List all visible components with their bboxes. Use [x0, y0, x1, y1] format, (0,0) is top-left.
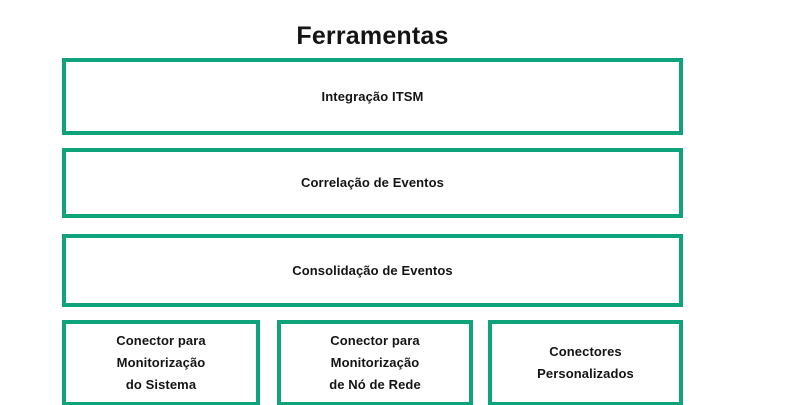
connector-box-label: Conectores Personalizados	[537, 344, 634, 381]
connector-box-custom-connectors[interactable]: Conectores Personalizados	[488, 320, 683, 405]
layer-box-itsm-integration[interactable]: Integração ITSM	[62, 58, 683, 135]
connector-box-label: Conector para Monitorização de Nó de Red…	[329, 333, 421, 392]
layer-box-event-correlation[interactable]: Correlação de Eventos	[62, 148, 683, 218]
connector-box-network-node-monitoring[interactable]: Conector para Monitorização de Nó de Red…	[277, 320, 473, 405]
layer-box-label: Consolidação de Eventos	[292, 262, 453, 278]
connector-box-label: Conector para Monitorização do Sistema	[116, 333, 206, 392]
page-title: Ferramentas	[296, 22, 449, 50]
connector-box-system-monitoring[interactable]: Conector para Monitorização do Sistema	[62, 320, 260, 405]
layer-box-event-consolidation[interactable]: Consolidação de Eventos	[62, 234, 683, 307]
layer-box-label: Correlação de Eventos	[301, 175, 444, 190]
layer-box-label: Integração ITSM	[321, 88, 424, 104]
